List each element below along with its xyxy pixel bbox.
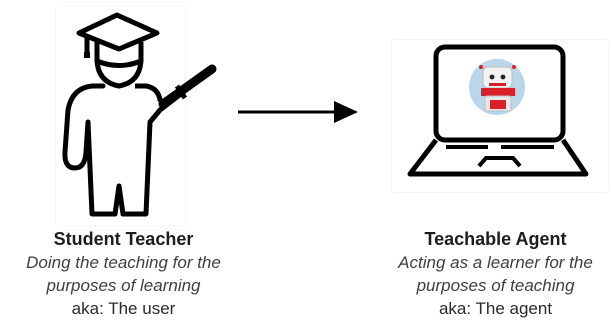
teachable-agent-description-line1: Acting as a learner for the bbox=[398, 253, 593, 272]
student-teacher-caption: Student Teacher Doing the teaching for t… bbox=[0, 228, 247, 320]
student-teacher-aka: aka: The user bbox=[71, 299, 176, 318]
student-teacher-title: Student Teacher bbox=[53, 229, 194, 249]
body-outline bbox=[62, 67, 215, 217]
teachable-agent-title: Teachable Agent bbox=[424, 229, 567, 249]
robot-icon bbox=[469, 59, 525, 115]
laptop-screen bbox=[433, 44, 566, 143]
teachable-agent-description-line2: purposes of teaching bbox=[416, 276, 575, 295]
teachable-agent-caption: Teachable Agent Acting as a learner for … bbox=[380, 228, 611, 320]
teachable-agent-aka: aka: The agent bbox=[438, 299, 553, 318]
head-outline bbox=[94, 57, 144, 89]
student-teacher-description-line1: Doing the teaching for the bbox=[26, 253, 221, 272]
student-teacher-description-line2: purposes of learning bbox=[46, 276, 201, 295]
pointer-stick bbox=[158, 64, 217, 109]
